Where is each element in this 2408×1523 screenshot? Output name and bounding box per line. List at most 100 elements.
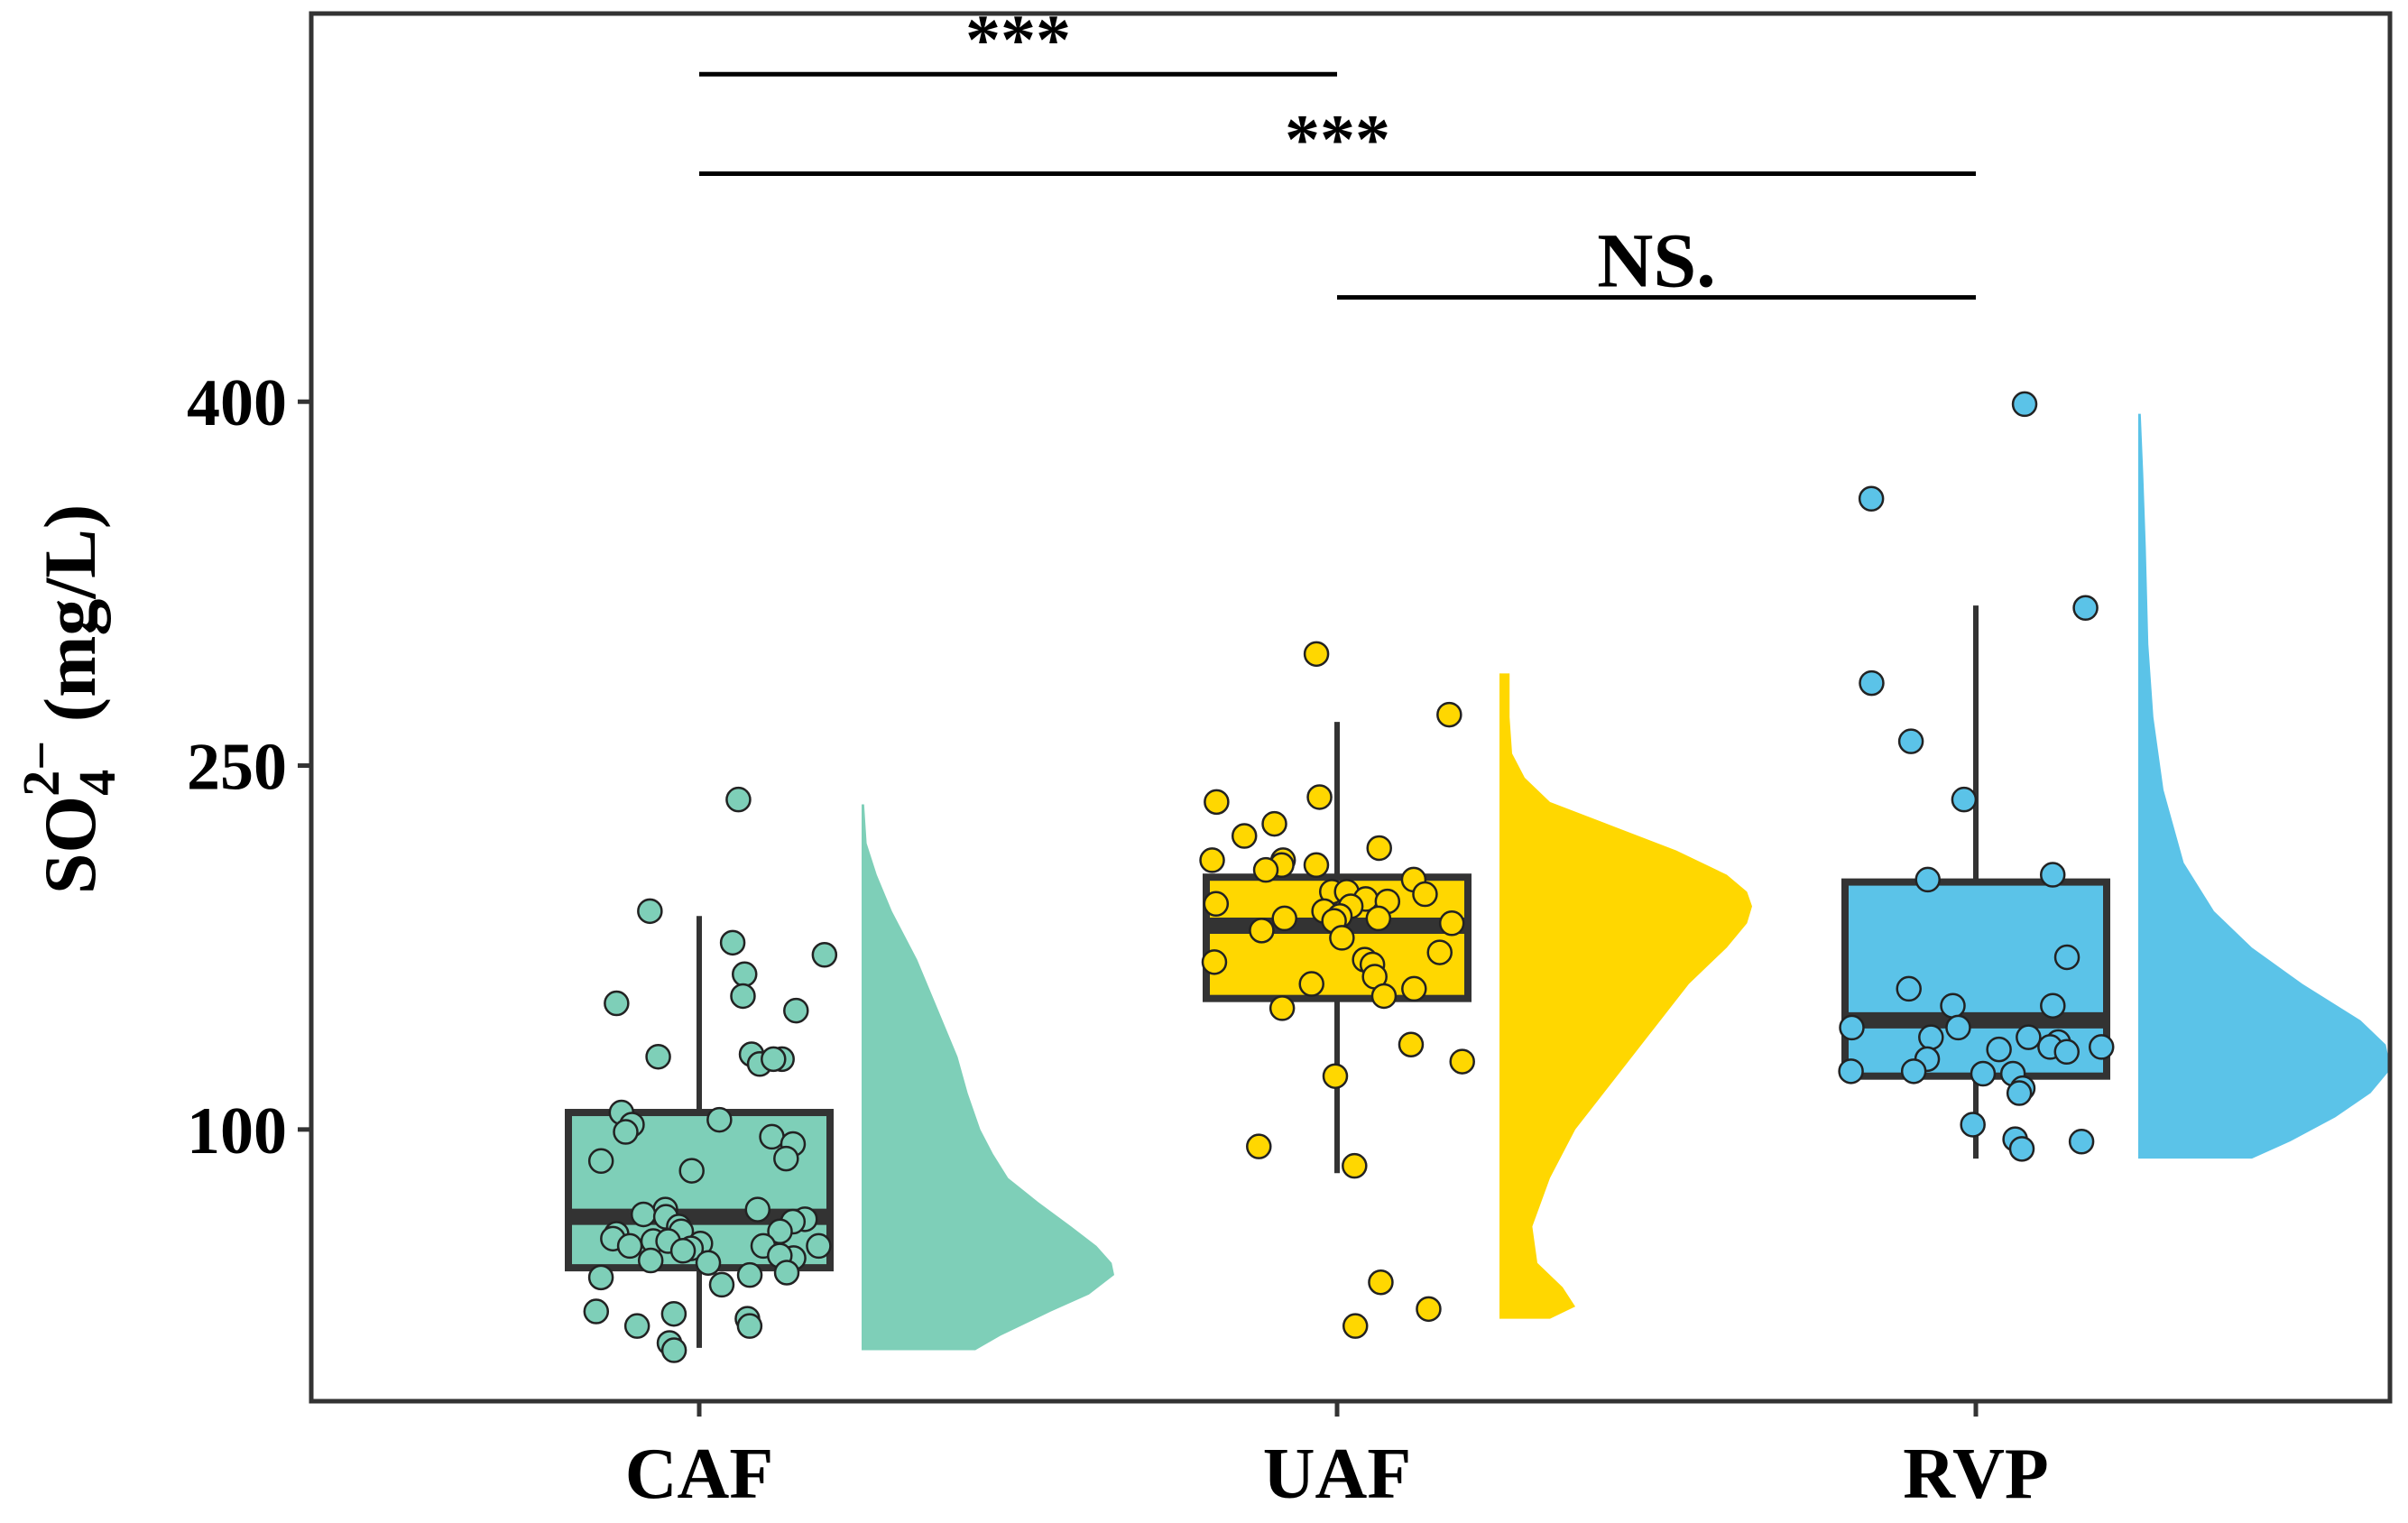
point-rvp-13	[1839, 1014, 1865, 1041]
point-rvp-22	[1838, 1058, 1864, 1085]
ylabel-main: SO	[29, 796, 111, 894]
point-rvp-27	[2006, 1080, 2033, 1106]
x-tick-label-caf: CAF	[625, 1435, 773, 1514]
point-caf-19	[773, 1145, 799, 1172]
point-uaf-27	[1329, 925, 1355, 951]
point-caf-45	[773, 1260, 800, 1286]
point-uaf-38	[1449, 1048, 1475, 1075]
point-caf-14	[706, 1106, 733, 1133]
point-rvp-18	[2088, 1034, 2115, 1060]
density-caf	[862, 804, 1114, 1351]
point-caf-53	[623, 1313, 650, 1339]
point-caf-52	[736, 1313, 763, 1339]
point-rvp-0	[2011, 391, 2038, 418]
point-rvp-15	[2016, 1024, 2042, 1050]
point-uaf-5	[1231, 823, 1258, 849]
point-uaf-34	[1401, 975, 1427, 1002]
point-caf-7	[783, 997, 809, 1024]
significance-label-2: NS.	[1597, 217, 1715, 304]
point-uaf-18	[1203, 891, 1230, 918]
ylabel-superscript: 2−	[12, 741, 70, 797]
point-uaf-30	[1201, 949, 1228, 975]
point-rvp-7	[1914, 866, 1941, 893]
point-caf-46	[736, 1261, 763, 1288]
point-rvp-2	[2072, 595, 2099, 622]
point-rvp-11	[1940, 992, 1966, 1019]
box-layer	[565, 605, 2110, 1348]
point-rvp-5	[1951, 786, 1978, 813]
point-uaf-6	[1366, 835, 1392, 862]
point-rvp-31	[2008, 1136, 2035, 1162]
point-rvp-12	[1945, 1014, 1971, 1041]
point-caf-47	[587, 1264, 614, 1291]
point-caf-36	[806, 1232, 832, 1260]
point-caf-11	[645, 1043, 671, 1070]
point-rvp-24	[1970, 1060, 1997, 1087]
point-caf-3	[811, 942, 838, 968]
point-uaf-40	[1246, 1133, 1272, 1159]
point-caf-49	[583, 1298, 610, 1325]
point-uaf-26	[1249, 918, 1275, 944]
point-caf-24	[630, 1201, 657, 1228]
point-uaf-28	[1426, 939, 1453, 965]
point-caf-51	[660, 1300, 687, 1327]
point-caf-0	[725, 786, 752, 813]
point-caf-55	[660, 1337, 687, 1363]
point-rvp-8	[2053, 944, 2080, 971]
density-rvp	[2138, 413, 2391, 1159]
plot-panel-border	[309, 11, 2393, 1404]
ylabel-subscript: 4	[68, 770, 126, 796]
y-axis-label: SO42− (mg/L)	[12, 504, 126, 894]
point-uaf-2	[1306, 784, 1333, 810]
point-uaf-22	[1365, 905, 1392, 932]
ylabel-unit: (mg/L)	[29, 504, 111, 741]
point-uaf-10	[1303, 852, 1330, 879]
point-uaf-15	[1412, 881, 1438, 908]
point-uaf-23	[1271, 905, 1297, 932]
point-rvp-6	[2039, 862, 2066, 888]
density-uaf	[1499, 673, 1752, 1319]
x-tick-label-rvp: RVP	[1903, 1435, 2049, 1514]
point-uaf-35	[1370, 983, 1398, 1010]
point-uaf-36	[1269, 995, 1296, 1021]
point-rvp-10	[2040, 992, 2066, 1019]
point-uaf-42	[1368, 1269, 1394, 1296]
point-caf-48	[708, 1271, 735, 1298]
point-caf-4	[731, 961, 758, 988]
density-layer	[862, 413, 2391, 1351]
point-caf-20	[587, 1148, 614, 1175]
point-uaf-37	[1398, 1031, 1425, 1057]
point-uaf-7	[1199, 847, 1225, 873]
point-caf-1	[637, 898, 663, 925]
point-uaf-33	[1298, 971, 1324, 997]
point-caf-5	[730, 983, 756, 1010]
point-rvp-4	[1897, 728, 1924, 754]
point-rvp-30	[2068, 1129, 2095, 1155]
point-uaf-39	[1322, 1063, 1349, 1089]
point-rvp-20	[2053, 1038, 2080, 1066]
point-caf-12	[761, 1046, 787, 1073]
point-rvp-1	[1858, 485, 1885, 512]
point-uaf-11	[1252, 856, 1279, 883]
y-tick-label-1: 250	[187, 731, 287, 805]
point-caf-21	[678, 1158, 705, 1184]
point-uaf-44	[1342, 1313, 1369, 1339]
x-tick-label-uaf: UAF	[1263, 1435, 1411, 1514]
y-tick-label-2: 400	[187, 366, 287, 440]
points-layer	[583, 391, 2115, 1363]
y-tick-label-0: 100	[187, 1094, 287, 1168]
point-rvp-3	[1859, 669, 1885, 697]
point-uaf-25	[1438, 910, 1465, 937]
point-caf-44	[695, 1250, 722, 1276]
point-uaf-43	[1416, 1296, 1442, 1323]
point-rvp-14	[1918, 1024, 1944, 1050]
point-rvp-28	[1960, 1112, 1986, 1138]
point-rvp-19	[1986, 1036, 2012, 1063]
point-caf-16	[613, 1119, 639, 1145]
point-uaf-3	[1204, 789, 1230, 816]
significance-layer: ******NS.	[699, 0, 1976, 304]
point-caf-6	[604, 990, 630, 1017]
point-caf-22	[744, 1196, 771, 1223]
